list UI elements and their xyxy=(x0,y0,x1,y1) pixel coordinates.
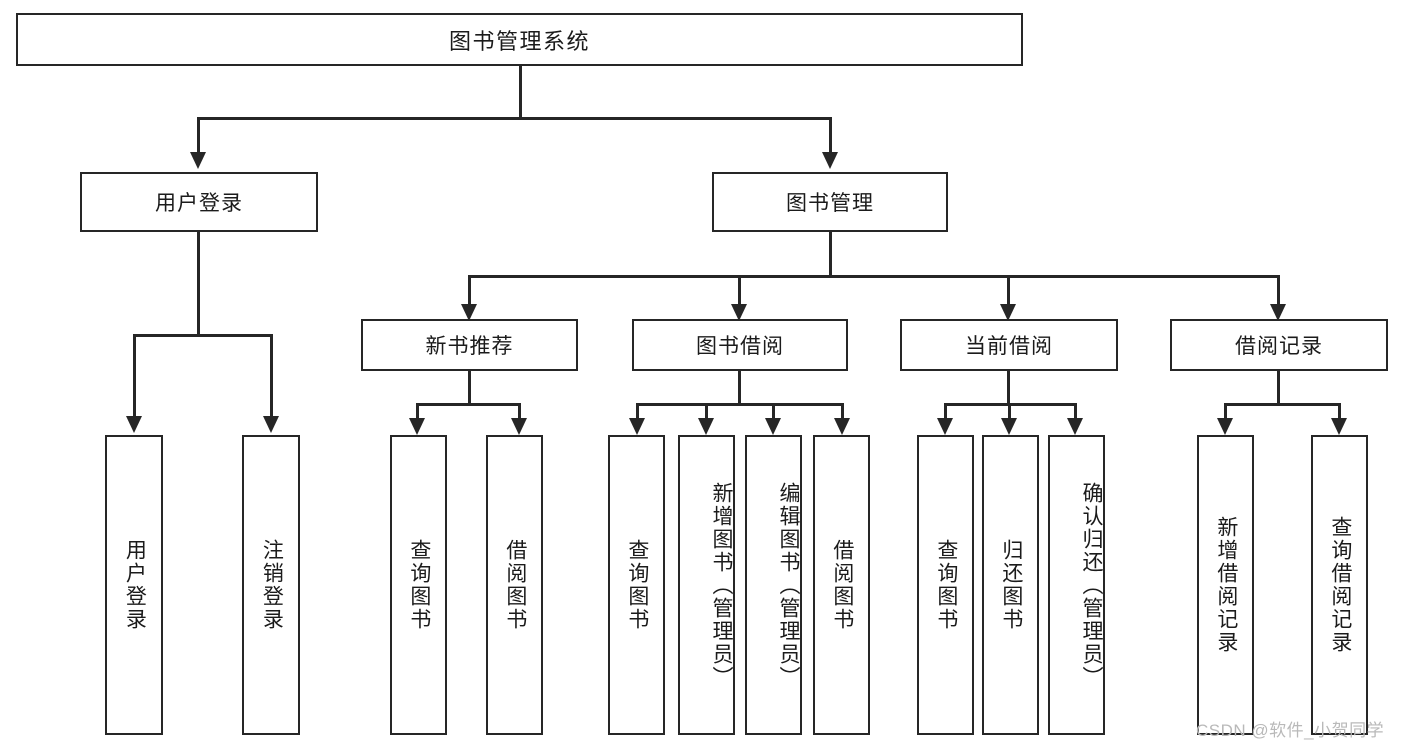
connector-br-child2 xyxy=(1338,403,1341,418)
arrow-br-child2 xyxy=(1331,418,1347,435)
leaf-borrow-add-book-label: 新增图书（管理员） xyxy=(710,481,733,689)
leaf-current-query-book-label: 查询图书 xyxy=(934,539,958,631)
connector-book-borrow-bus xyxy=(636,403,844,406)
connector-bb-child1 xyxy=(636,403,639,418)
node-new-book-rec[interactable]: 新书推荐 xyxy=(361,319,578,371)
arrow-cb-child3 xyxy=(1067,418,1083,435)
connector-new-book-rec-bus xyxy=(416,403,521,406)
connector-user-login-child2 xyxy=(270,334,273,416)
connector-nbr-child2 xyxy=(518,403,521,418)
arrow-to-book-borrow xyxy=(731,304,747,321)
node-book-manage-label: 图书管理 xyxy=(786,192,874,215)
arrow-to-borrow-record xyxy=(1270,304,1286,321)
connector-bb-child2 xyxy=(705,403,708,418)
connector-level1-bus xyxy=(197,117,832,120)
connector-cb-child2 xyxy=(1008,403,1011,418)
connector-root-stem xyxy=(519,66,522,119)
arrow-cb-child1 xyxy=(937,418,953,435)
connector-to-current-borrow xyxy=(1007,275,1010,304)
connector-borrow-record-bus xyxy=(1224,403,1341,406)
leaf-borrow-edit-book[interactable]: 编辑图书（管理员） xyxy=(745,435,802,735)
arrow-nbr-child2 xyxy=(511,418,527,435)
connector-cb-child3 xyxy=(1074,403,1077,418)
leaf-current-return-book-label: 归还图书 xyxy=(999,539,1023,631)
arrow-to-current-borrow xyxy=(1000,304,1016,321)
arrow-user-login-child1 xyxy=(126,416,142,433)
connector-to-book-manage xyxy=(829,117,832,152)
connector-to-new-book-rec xyxy=(468,275,471,304)
leaf-borrow-query-book[interactable]: 查询图书 xyxy=(608,435,665,735)
node-root[interactable]: 图书管理系统 xyxy=(16,13,1023,66)
node-borrow-record-label: 借阅记录 xyxy=(1235,335,1323,358)
arrow-user-login-child2 xyxy=(263,416,279,433)
leaf-rec-borrow-book[interactable]: 借阅图书 xyxy=(486,435,543,735)
connector-cb-child1 xyxy=(944,403,947,418)
connector-book-manage-stem xyxy=(829,232,832,277)
leaf-current-return-book[interactable]: 归还图书 xyxy=(982,435,1039,735)
connector-current-borrow-stem xyxy=(1007,371,1010,405)
leaf-user-login-label: 用户登录 xyxy=(123,539,147,631)
arrow-br-child1 xyxy=(1217,418,1233,435)
arrow-bb-child2 xyxy=(698,418,714,435)
connector-to-borrow-record xyxy=(1277,275,1280,304)
node-root-label: 图书管理系统 xyxy=(448,28,590,54)
leaf-current-query-book[interactable]: 查询图书 xyxy=(917,435,974,735)
connector-borrow-record-stem xyxy=(1277,371,1280,405)
leaf-rec-query-book-label: 查询图书 xyxy=(407,539,431,631)
connector-br-child1 xyxy=(1224,403,1227,418)
connector-user-login-bus xyxy=(133,334,272,337)
connector-book-borrow-stem xyxy=(738,371,741,405)
arrow-to-new-book-rec xyxy=(461,304,477,321)
arrow-bb-child3 xyxy=(765,418,781,435)
leaf-record-add-label: 新增借阅记录 xyxy=(1214,516,1238,654)
leaf-borrow-add-book[interactable]: 新增图书（管理员） xyxy=(678,435,735,735)
leaf-borrow-query-book-label: 查询图书 xyxy=(625,539,649,631)
connector-to-user-login xyxy=(197,117,200,152)
arrow-to-user-login xyxy=(190,152,206,169)
leaf-record-add[interactable]: 新增借阅记录 xyxy=(1197,435,1254,735)
node-borrow-record[interactable]: 借阅记录 xyxy=(1170,319,1388,371)
node-book-borrow-label: 图书借阅 xyxy=(696,335,784,358)
connector-bb-child3 xyxy=(772,403,775,418)
leaf-user-login[interactable]: 用户登录 xyxy=(105,435,163,735)
csdn-watermark: CSDN @软件_小贺同学 xyxy=(1196,716,1384,741)
connector-to-book-borrow xyxy=(738,275,741,304)
leaf-rec-query-book[interactable]: 查询图书 xyxy=(390,435,447,735)
arrow-nbr-child1 xyxy=(409,418,425,435)
leaf-borrow-do-borrow-label: 借阅图书 xyxy=(830,539,854,631)
node-book-manage[interactable]: 图书管理 xyxy=(712,172,948,232)
node-book-borrow[interactable]: 图书借阅 xyxy=(632,319,848,371)
connector-user-login-stem xyxy=(197,232,200,336)
leaf-record-query[interactable]: 查询借阅记录 xyxy=(1311,435,1368,735)
node-current-borrow[interactable]: 当前借阅 xyxy=(900,319,1118,371)
arrow-bb-child1 xyxy=(629,418,645,435)
connector-bb-child4 xyxy=(841,403,844,418)
arrow-to-book-manage xyxy=(822,152,838,169)
leaf-rec-borrow-book-label: 借阅图书 xyxy=(503,539,527,631)
connector-book-manage-bus xyxy=(468,275,1280,278)
connector-user-login-child1 xyxy=(133,334,136,416)
leaf-logout-label: 注销登录 xyxy=(260,539,284,631)
leaf-borrow-edit-book-label: 编辑图书（管理员） xyxy=(777,481,800,689)
leaf-borrow-do-borrow[interactable]: 借阅图书 xyxy=(813,435,870,735)
node-new-book-rec-label: 新书推荐 xyxy=(425,335,514,358)
connector-nbr-child1 xyxy=(416,403,419,418)
node-user-login[interactable]: 用户登录 xyxy=(80,172,318,232)
leaf-current-confirm-return-label: 确认归还（管理员） xyxy=(1080,481,1103,689)
node-user-login-label: 用户登录 xyxy=(155,192,243,215)
arrow-bb-child4 xyxy=(834,418,850,435)
connector-new-book-rec-stem xyxy=(468,371,471,405)
leaf-record-query-label: 查询借阅记录 xyxy=(1328,516,1352,654)
arrow-cb-child2 xyxy=(1001,418,1017,435)
node-current-borrow-label: 当前借阅 xyxy=(965,335,1053,358)
leaf-current-confirm-return[interactable]: 确认归还（管理员） xyxy=(1048,435,1105,735)
leaf-logout[interactable]: 注销登录 xyxy=(242,435,300,735)
csdn-watermark-text: CSDN @软件_小贺同学 xyxy=(1196,721,1385,740)
